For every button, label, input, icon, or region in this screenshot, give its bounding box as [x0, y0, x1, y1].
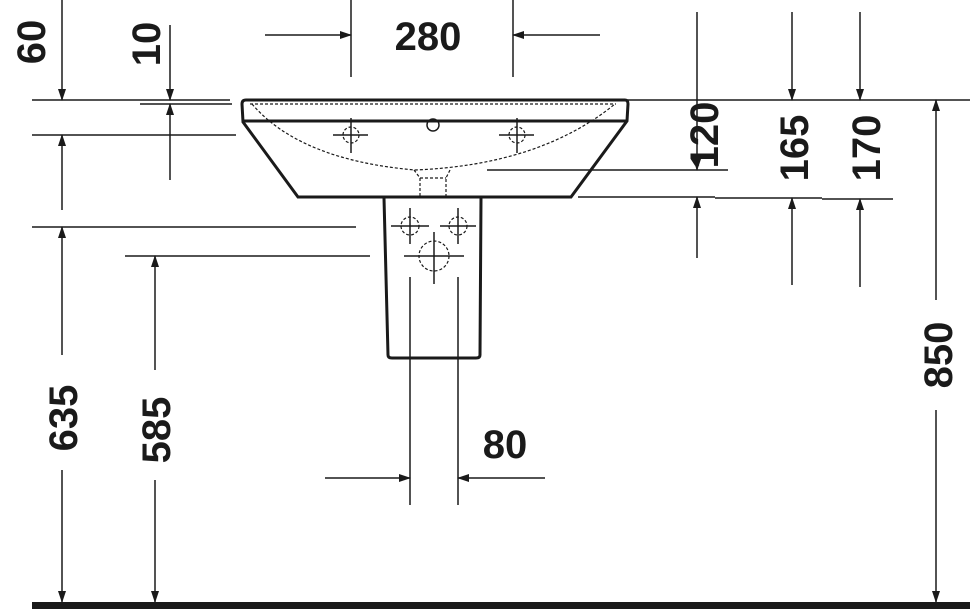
- dimension-585: 585: [135, 255, 179, 603]
- floor-line: [32, 602, 970, 609]
- overflow-hole: [426, 118, 440, 132]
- dimension-850: 850: [917, 99, 961, 603]
- dimension-label-635: 635: [42, 385, 86, 452]
- dimension-label-280: 280: [395, 15, 462, 59]
- dimension-10: 10: [125, 22, 174, 180]
- dimension-170: 170: [845, 12, 889, 287]
- tap-hole-left: [333, 118, 368, 153]
- dimension-label-80: 80: [483, 423, 528, 467]
- dimension-label-170: 170: [845, 115, 889, 182]
- dimension-label-585: 585: [135, 397, 179, 464]
- dimension-635: 635: [42, 226, 86, 603]
- washbasin: [240, 98, 630, 199]
- dimension-label-60: 60: [10, 20, 54, 65]
- extension-lines: [32, 0, 970, 257]
- dimension-60: 60: [10, 0, 66, 210]
- dimension-label-10: 10: [125, 22, 169, 67]
- dimension-label-165: 165: [773, 115, 817, 182]
- dimension-120: 120: [683, 12, 727, 258]
- dimension-label-120: 120: [683, 102, 727, 169]
- dimension-280: 280: [265, 15, 600, 59]
- pedestal: [382, 197, 483, 505]
- tap-hole-right: [499, 118, 534, 153]
- dimension-80: 80: [325, 423, 545, 482]
- dimension-165: 165: [773, 12, 817, 285]
- dimension-label-850: 850: [917, 322, 961, 389]
